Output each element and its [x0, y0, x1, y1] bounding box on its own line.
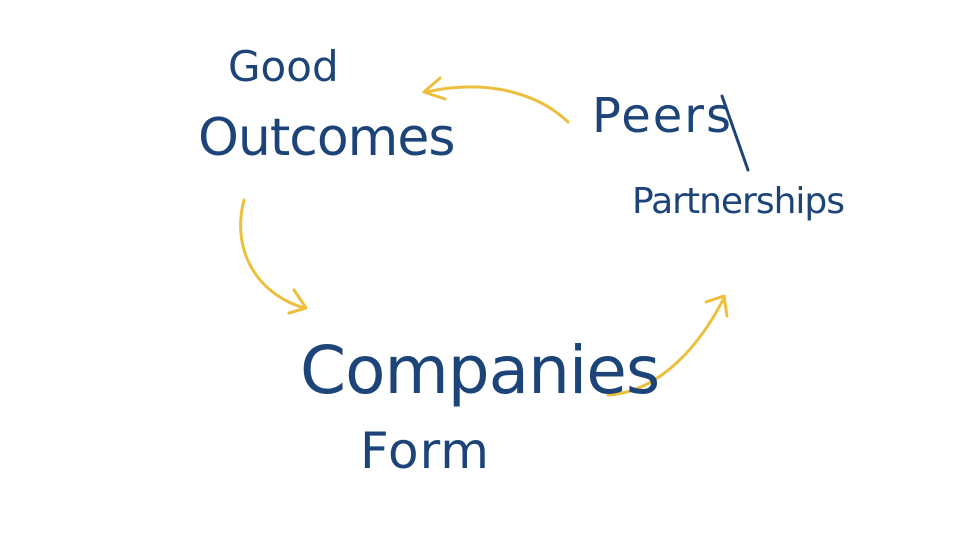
arrowhead-companies-to-peers	[704, 294, 729, 318]
arrow-good-outcomes-to-companies	[239, 198, 306, 310]
node-good-outcomes-line2: Outcomes	[198, 108, 455, 168]
node-peers-partnerships-line1: Peers	[592, 88, 734, 144]
peers-partnerships-slash	[720, 94, 750, 172]
arrow-peers-to-good-outcomes	[424, 85, 570, 124]
node-companies-form-line1: Companies	[300, 332, 660, 409]
node-peers-partnerships-line2: Partnerships	[632, 181, 845, 222]
arrow-companies-to-peers	[606, 296, 726, 397]
arrowhead-peers-to-good-outcomes	[422, 76, 447, 101]
arrowhead-good-outcomes-to-companies	[287, 288, 308, 315]
node-good-outcomes-line1: Good	[228, 42, 339, 91]
node-companies-form-line2: Form	[360, 422, 490, 480]
